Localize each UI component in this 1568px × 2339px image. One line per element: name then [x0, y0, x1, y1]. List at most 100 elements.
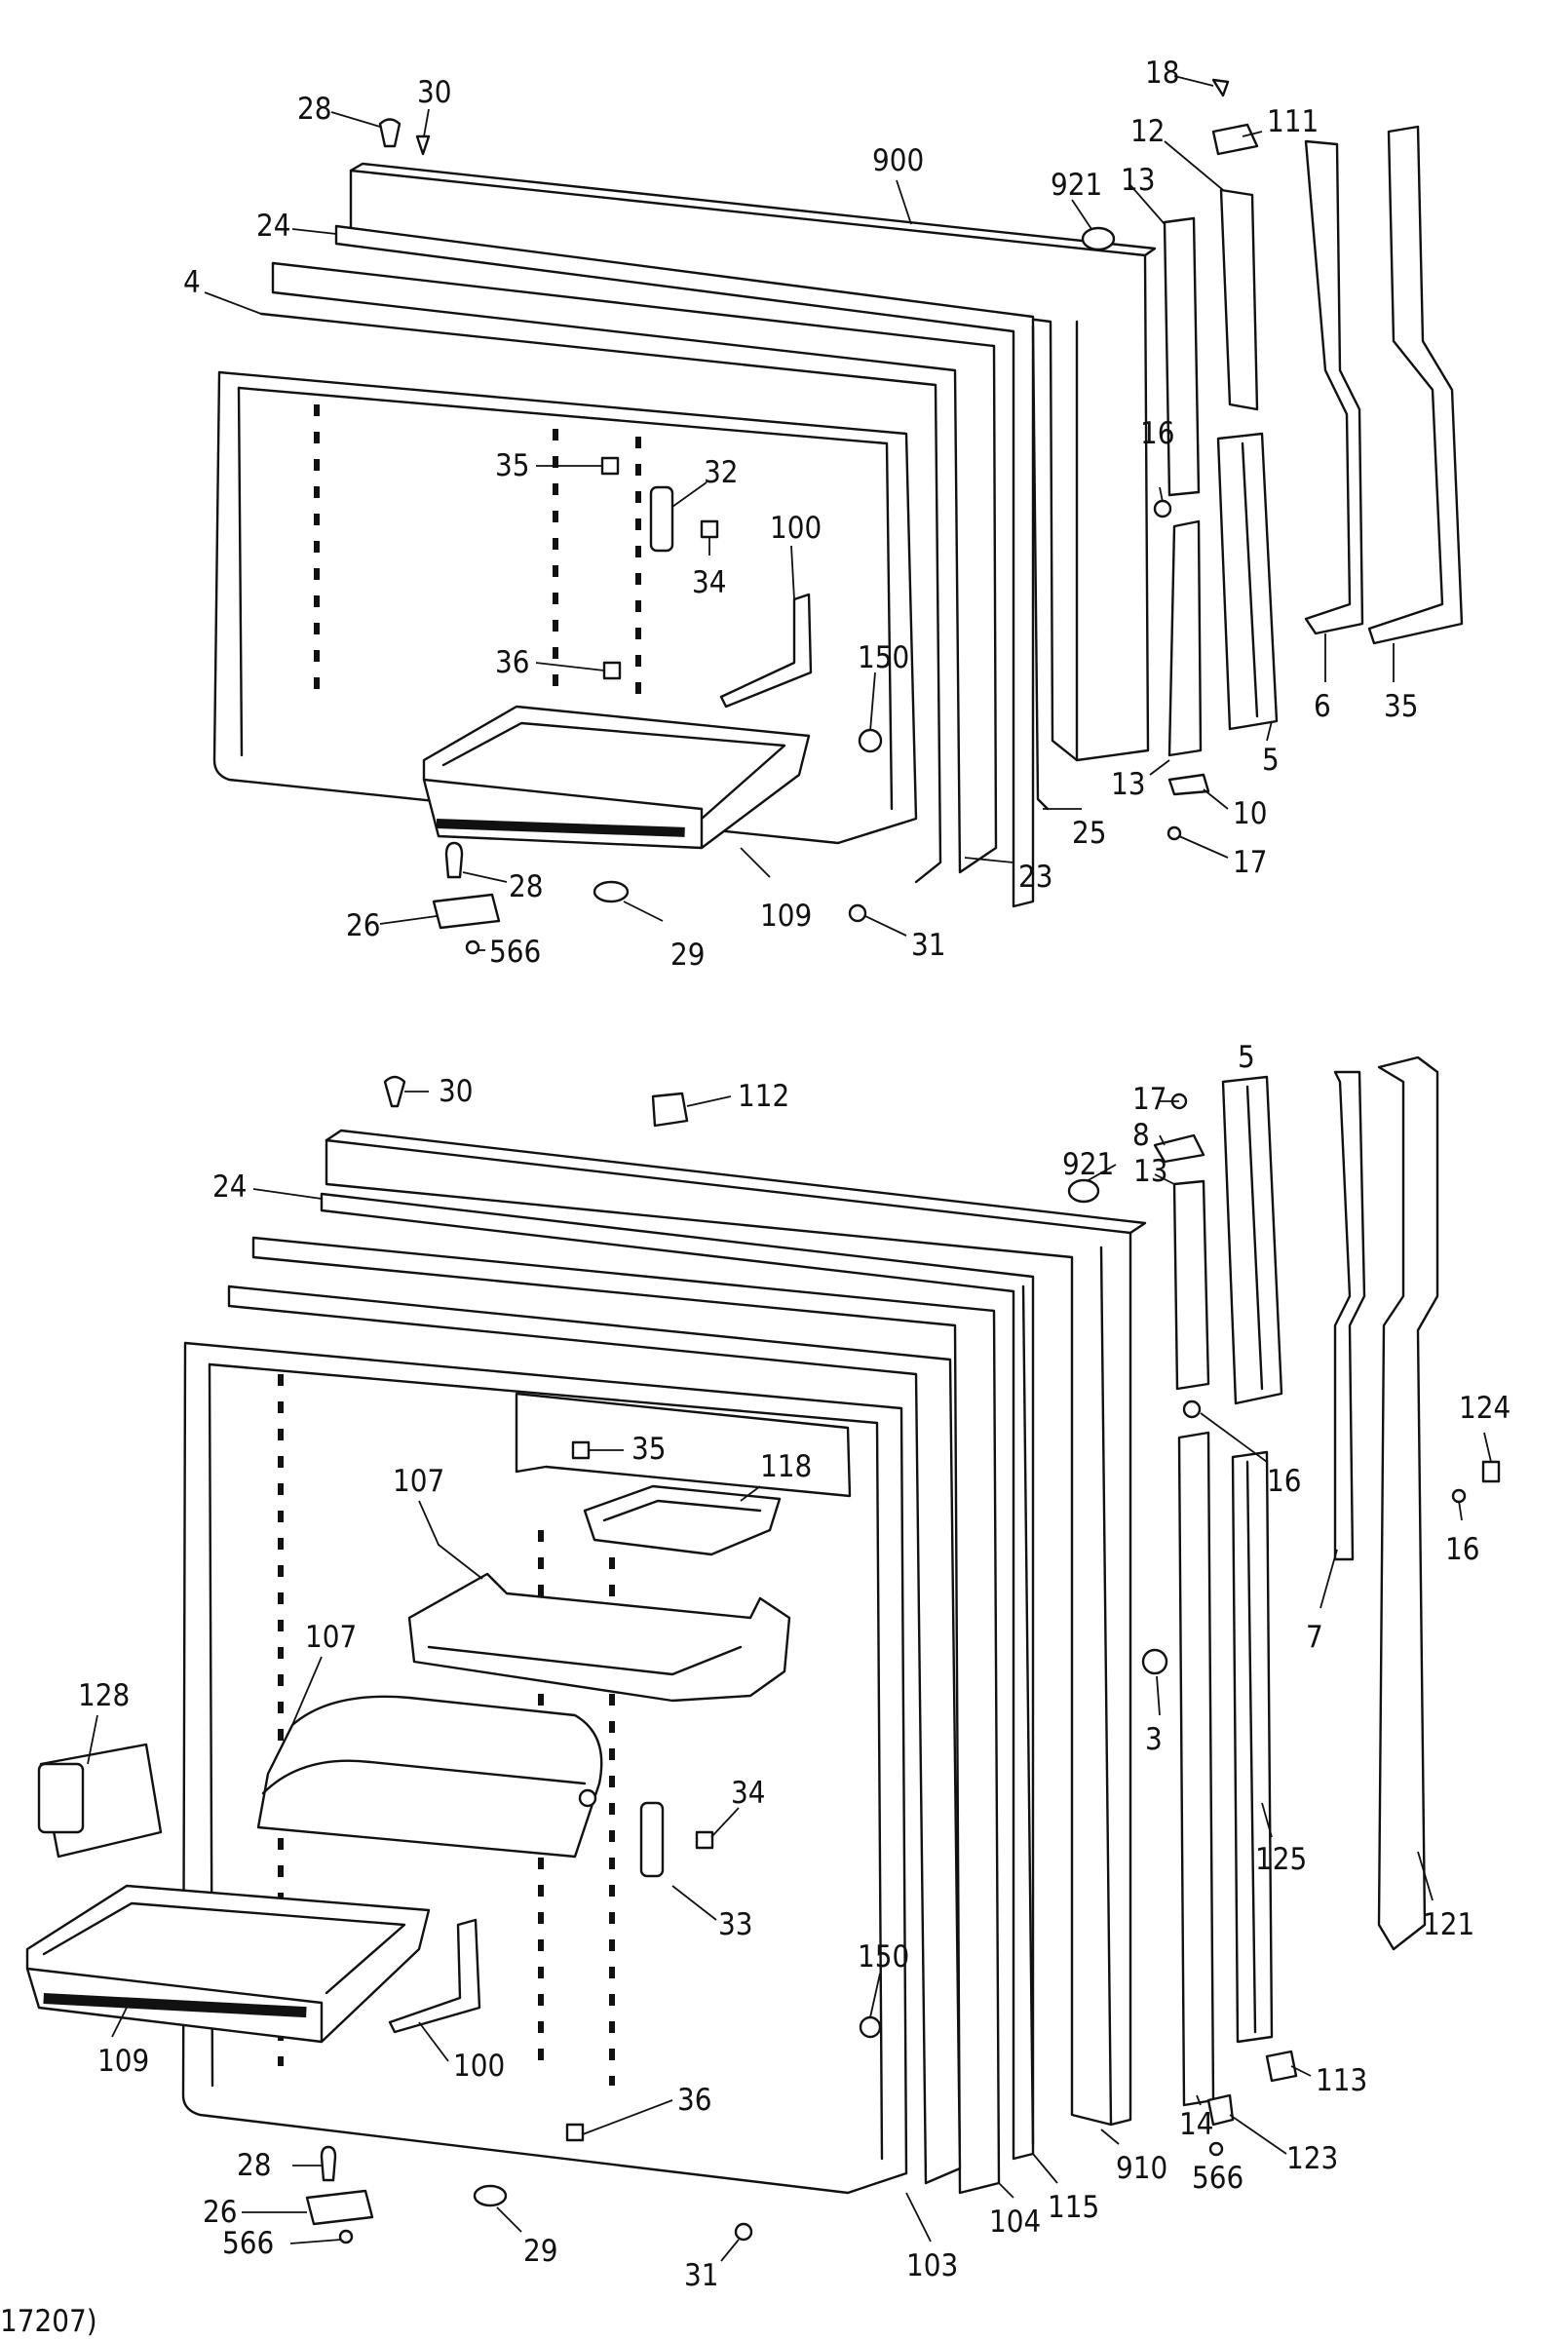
pin-28: [444, 841, 464, 879]
cam-3: [1141, 1648, 1168, 1675]
bottom-leader-lines: [87, 1091, 1492, 2262]
figure-id: 17207): [0, 2304, 97, 2339]
callout: 16: [1445, 1532, 1479, 1567]
callout: 24: [212, 1170, 247, 1205]
clip-112: [651, 1092, 689, 1128]
clip-34: [700, 519, 719, 539]
screw-16: [1153, 499, 1172, 518]
screw-18: [1211, 78, 1230, 97]
door-liner-frame: [271, 261, 998, 874]
callout: 13: [1133, 1154, 1167, 1189]
callout: 18: [1145, 56, 1179, 91]
callout: 112: [738, 1079, 789, 1114]
callout: 107: [393, 1464, 444, 1499]
callout: 35: [1384, 689, 1418, 724]
screw-30-top: [415, 134, 431, 156]
callout: 128: [78, 1678, 130, 1713]
callout: 566: [489, 935, 541, 970]
callout: 115: [1048, 2190, 1099, 2225]
plate-26-bottom: [305, 2189, 374, 2226]
callout: 104: [989, 2205, 1041, 2240]
door-liner-103: [227, 1285, 962, 2185]
screw-566-bottom-right: [1208, 2141, 1224, 2157]
hinge-plate-111: [1211, 123, 1259, 156]
callout: 566: [1192, 2161, 1243, 2196]
callout: 123: [1286, 2141, 1338, 2176]
handle-5-bottom: [1221, 1075, 1283, 1405]
cap-124: [1481, 1460, 1501, 1483]
callout: 150: [858, 1939, 909, 1975]
hinge-8: [1153, 1133, 1205, 1164]
bracket-32: [649, 485, 674, 553]
callout: 17: [1233, 845, 1267, 880]
callout: 35: [631, 1432, 666, 1467]
callout: 36: [677, 2083, 711, 2118]
callout: 150: [858, 640, 909, 675]
door-gasket: [334, 224, 1035, 908]
callout: 28: [297, 92, 331, 127]
callout: 34: [692, 565, 726, 600]
callout: 33: [718, 1907, 752, 1942]
callout: 5: [1262, 743, 1280, 778]
door-inner-liner: [212, 370, 918, 845]
callout: 31: [684, 2258, 718, 2293]
screw-17: [1166, 825, 1182, 841]
screw-16-bottom: [1182, 1400, 1202, 1419]
top-callouts: 28 30 900 921 18 111 12 13 24 4 16 35 32…: [183, 56, 1418, 973]
callout: 35: [495, 448, 529, 483]
hinge-cover-13-bottom: [1172, 1179, 1210, 1391]
callout: 921: [1062, 1147, 1114, 1182]
bottom-callouts: 30 112 17 5 8 921 13 24 16 124 16 7 118 …: [78, 1040, 1511, 2293]
callout: 28: [237, 2148, 271, 2183]
screw-28-top: [378, 118, 402, 148]
bracket-33: [639, 1801, 665, 1878]
callout: 34: [731, 1776, 765, 1811]
callout: 3: [1145, 1722, 1163, 1757]
door-outer-panel-910: [325, 1138, 1132, 2127]
plug-921: [1081, 226, 1116, 251]
callout: 17: [1132, 1082, 1166, 1117]
callout: 107: [305, 1620, 357, 1655]
callout: 109: [97, 2044, 149, 2079]
door-gasket-bottom: [320, 1192, 1035, 2161]
callout: 36: [495, 645, 529, 680]
ice-tray-109: [422, 705, 811, 850]
plug-921-bottom: [1067, 1178, 1100, 1204]
callout: 12: [1130, 114, 1165, 149]
callout: 113: [1316, 2063, 1367, 2098]
callout: 16: [1140, 416, 1174, 451]
callout: 16: [1267, 1464, 1301, 1499]
stop-36-bottom: [565, 2123, 585, 2142]
screw-566-bottom: [338, 2229, 354, 2244]
callout: 13: [1121, 163, 1155, 198]
stop-35: [600, 456, 620, 476]
shelf-support-100: [719, 593, 813, 709]
callout: 109: [760, 899, 812, 934]
trim-14: [1177, 1431, 1215, 2107]
callout: 566: [222, 2226, 274, 2261]
callout: 4: [183, 265, 201, 300]
hinge-cover-13b: [1167, 519, 1203, 757]
screw-16-right: [1451, 1488, 1467, 1504]
nut-31-bottom: [734, 2222, 753, 2242]
callout: 28: [509, 869, 543, 904]
shelf-107-upper: [407, 1572, 791, 1703]
callout: 921: [1051, 168, 1102, 203]
callout: 30: [417, 75, 451, 110]
callout: 118: [760, 1449, 812, 1484]
callout: 103: [906, 2248, 958, 2283]
handle-5: [1216, 432, 1279, 731]
cam-150-bottom: [859, 2015, 882, 2039]
callout: 8: [1132, 1118, 1150, 1153]
screw-566: [465, 939, 480, 955]
callout: 10: [1233, 796, 1267, 831]
callout: 29: [523, 2234, 557, 2269]
callout: 24: [256, 209, 290, 244]
screw-30-bottom: [383, 1075, 406, 1108]
callout: 32: [704, 455, 738, 490]
callout: 125: [1255, 1842, 1307, 1877]
callout: 30: [439, 1074, 473, 1109]
handle-bar-7: [1333, 1070, 1366, 1561]
door-liner-frame-104: [251, 1236, 1001, 2195]
